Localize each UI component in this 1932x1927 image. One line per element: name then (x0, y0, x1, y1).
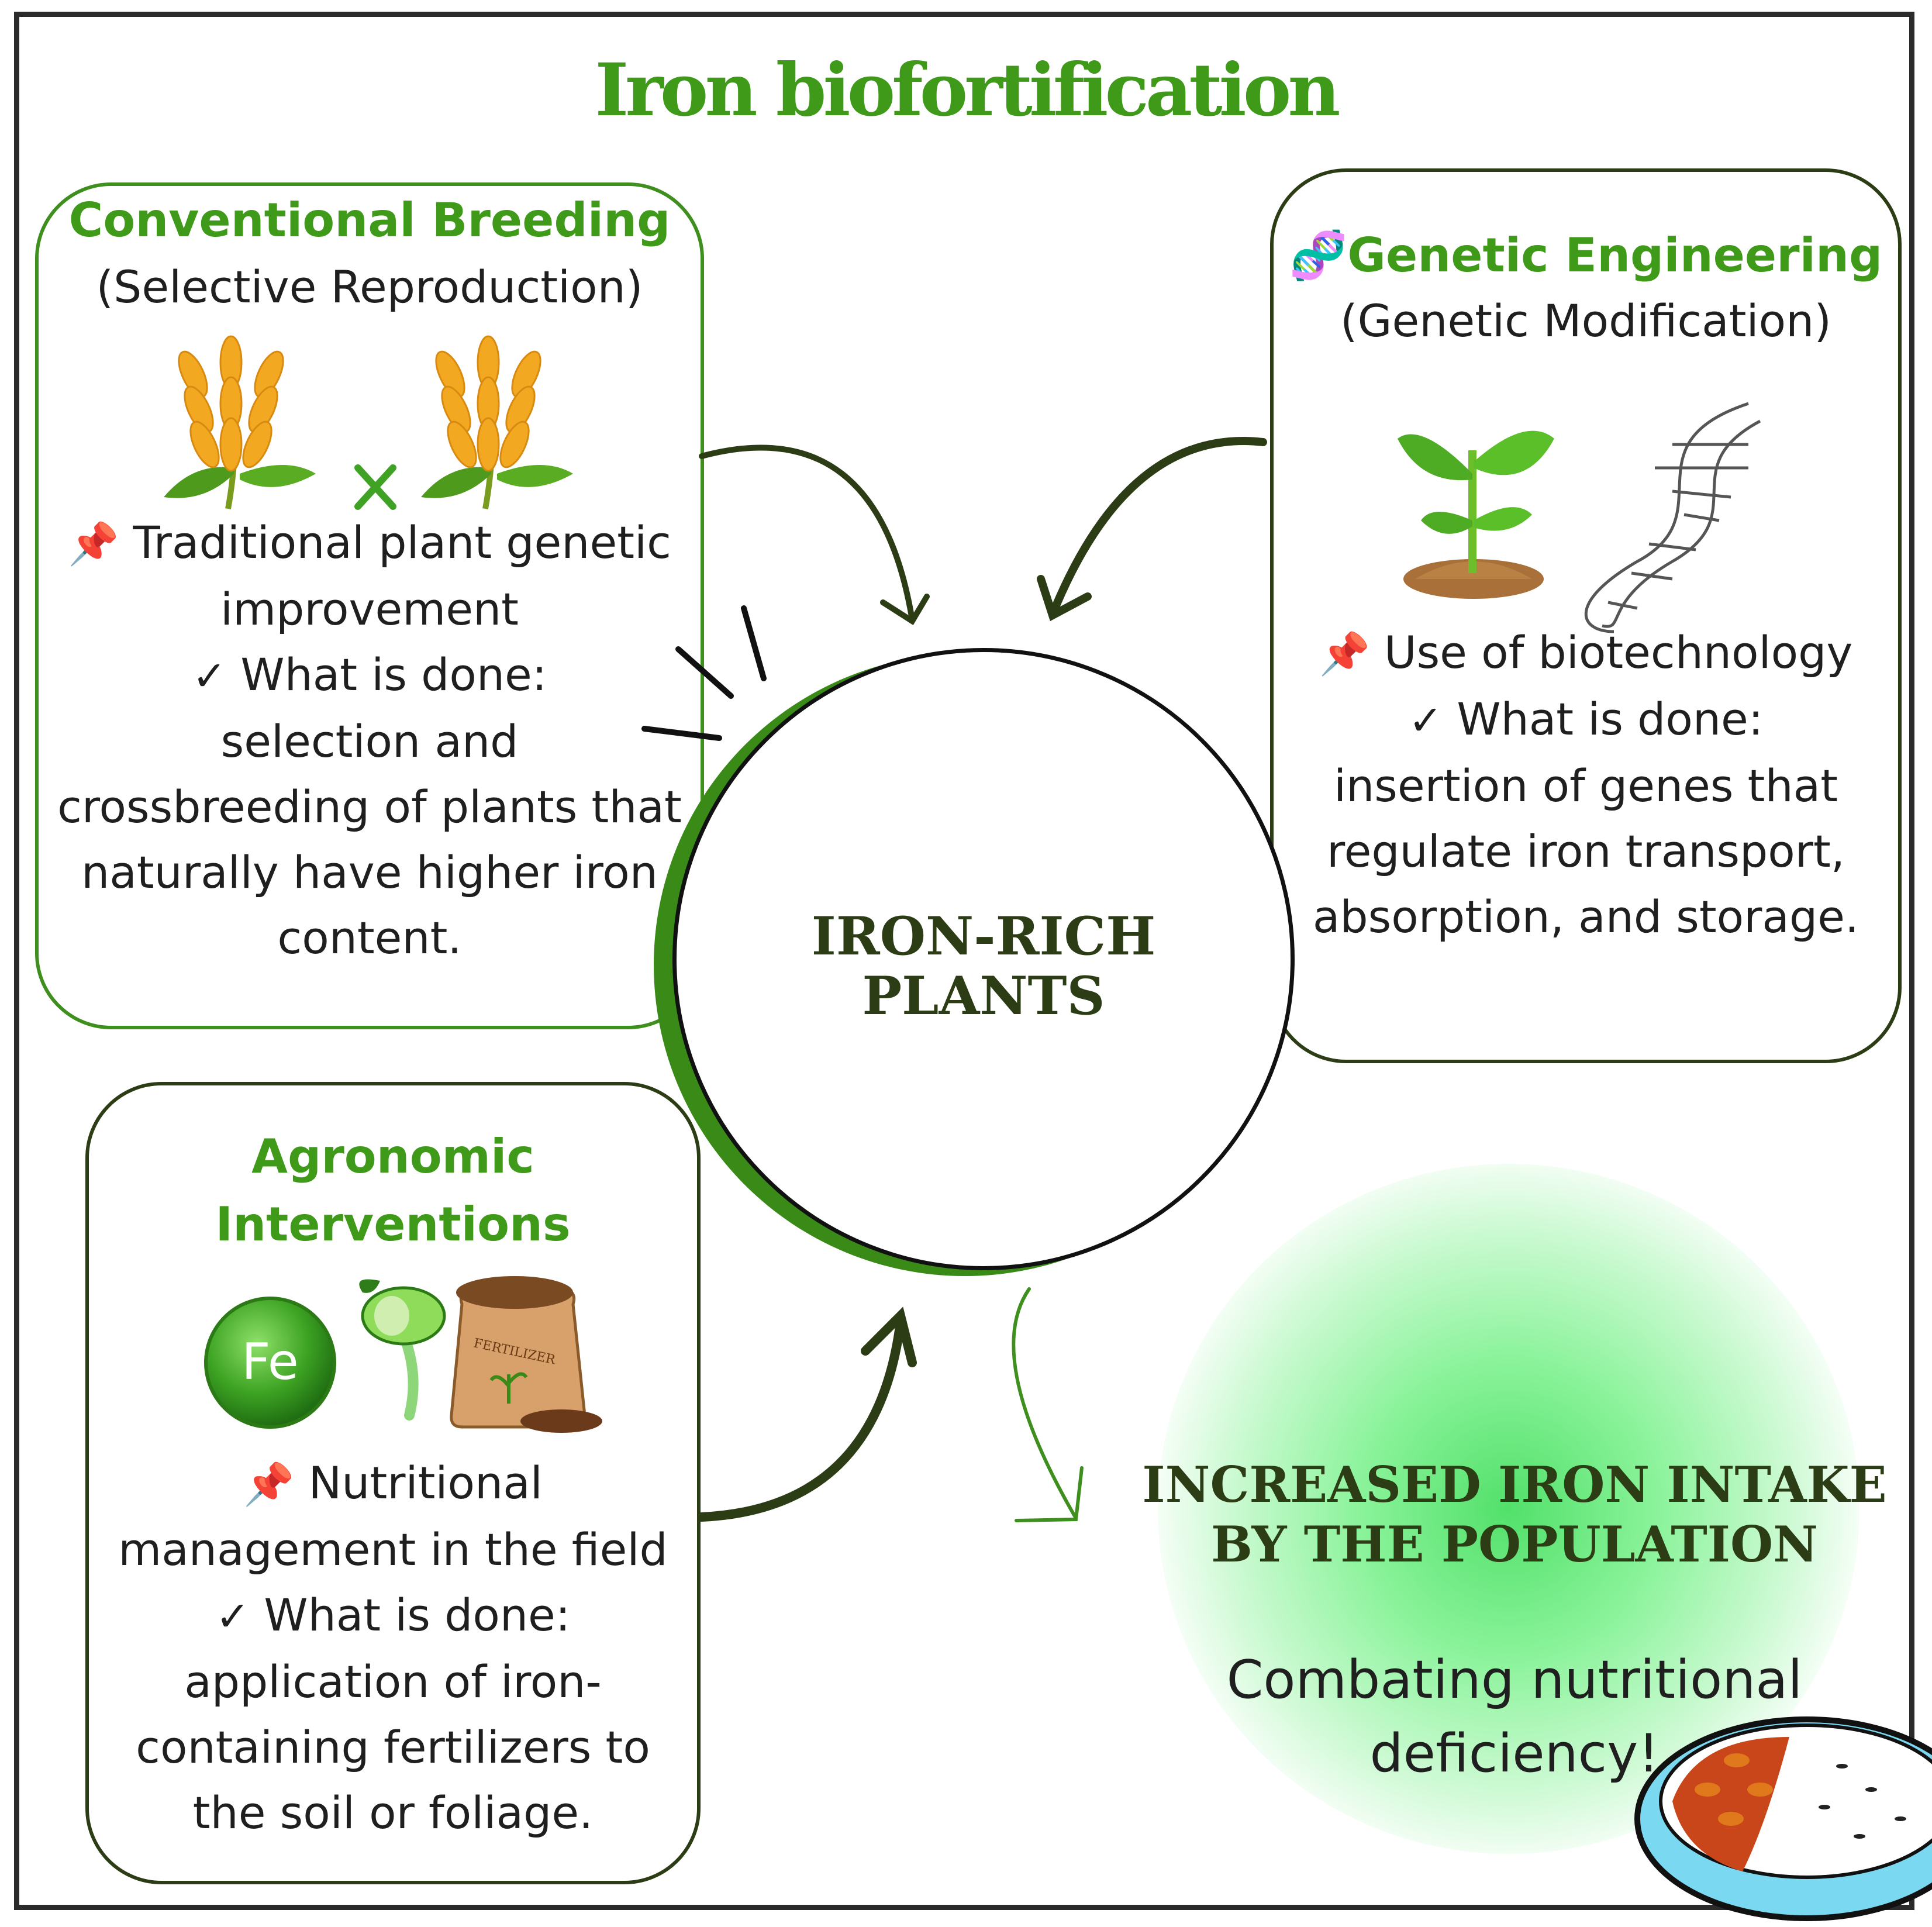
fertilizer-bag-icon: FERTILIZER (450, 1276, 602, 1433)
pin-icon: 📌 (243, 1460, 295, 1508)
fe-symbol: Fe (242, 1333, 299, 1391)
arrow-genetic-to-center (1037, 437, 1267, 622)
conventional-bullet-1: Traditional plant genetic (133, 516, 671, 568)
conventional-what-label: What is done: (240, 649, 547, 701)
arrow-agronomic-to-center (697, 1307, 917, 1522)
genetic-line-3: absorption, and storage. (1312, 891, 1859, 943)
genetic-what-label: What is done: (1457, 693, 1764, 745)
genetic-body: 📌 Use of biotechnology ✓ What is done: i… (1270, 620, 1902, 950)
seedling-icon (1398, 430, 1554, 599)
conventional-bullet-2: improvement (220, 583, 519, 635)
pin-icon: 📌 (68, 520, 119, 568)
conventional-line-2: crossbreeding of plants that (57, 781, 682, 833)
check-icon: ✓ (192, 652, 227, 700)
center-circle (672, 648, 1295, 1270)
sprouting-bean-icon (359, 1279, 446, 1421)
conventional-line-4: content. (277, 912, 462, 964)
agronomic-interventions-card (85, 1082, 701, 1884)
result-title-line-1: INCREASED IRON INTAKE (1142, 1456, 1887, 1514)
check-icon: ✓ (1408, 697, 1443, 744)
result-sub-line-1: Combating nutritional (1226, 1649, 1803, 1711)
agronomic-what-label: What is done: (264, 1589, 571, 1641)
arrow-center-to-result (1012, 1287, 1084, 1522)
agronomic-line-1: application of iron- (184, 1656, 602, 1708)
conventional-subheading: (Selective Reproduction) (96, 261, 643, 313)
conventional-line-1: selection and (220, 715, 519, 767)
genetic-bullet: Use of biotechnology (1384, 626, 1853, 678)
rice-and-beans-bowl-icon (1634, 1716, 1932, 1921)
agronomic-heading: Agronomic Interventions (85, 1123, 701, 1259)
agronomic-bullet-1: Nutritional (308, 1457, 543, 1509)
outer-frame (14, 12, 1914, 1910)
agronomic-line-2: containing fertilizers to (136, 1721, 650, 1773)
pin-icon: 📌 (1319, 630, 1370, 678)
check-icon: ✓ (215, 1592, 250, 1640)
genetic-subheading: (Genetic Modification) (1340, 295, 1831, 347)
cross-icon (354, 464, 396, 510)
genetic-line-2: regulate iron transport, (1327, 825, 1845, 877)
agronomic-line-3: the soil or foliage. (192, 1787, 594, 1839)
center-line-2: PLANTS (862, 965, 1105, 1027)
conventional-line-3: naturally have higher iron (81, 846, 658, 898)
genetic-line-1: insertion of genes that (1333, 760, 1838, 812)
result-title-line-2: BY THE POPULATION (1210, 1515, 1819, 1573)
conventional-body: 📌 Traditional plant genetic improvement … (41, 510, 698, 971)
center-label: IRON-RICH PLANTS (672, 906, 1295, 1026)
agronomic-heading-2: Interventions (215, 1197, 571, 1252)
result-title: INCREASED IRON INTAKE BY THE POPULATION (1140, 1455, 1889, 1574)
fe-ball-icon: Fe (204, 1297, 336, 1429)
conventional-heading: Conventional Breeding (68, 193, 671, 247)
result-subtitle: Combating nutritional deficiency! (1140, 1643, 1889, 1791)
page-title: Iron biofortification (595, 48, 1340, 133)
genetic-heading: 🧬Genetic Engineering (1270, 228, 1902, 283)
genetic-heading-text: Genetic Engineering (1347, 228, 1883, 282)
conventional-breeding-card (35, 182, 704, 1029)
agronomic-body: 📌 Nutritional management in the field ✓ … (88, 1450, 698, 1846)
dna-small-icon: 🧬 (1289, 228, 1348, 282)
center-line-1: IRON-RICH (811, 905, 1156, 967)
arrow-conventional-to-center (699, 444, 930, 625)
agronomic-bullet-2: management in the field (118, 1523, 668, 1576)
wheat-icon (421, 335, 573, 509)
burst-lines (641, 605, 767, 741)
agronomic-heading-1: Agronomic (251, 1129, 534, 1184)
dna-icon (1585, 402, 1761, 633)
wheat-icon (164, 335, 316, 509)
result-sub-line-2: deficiency! (1369, 1723, 1660, 1784)
